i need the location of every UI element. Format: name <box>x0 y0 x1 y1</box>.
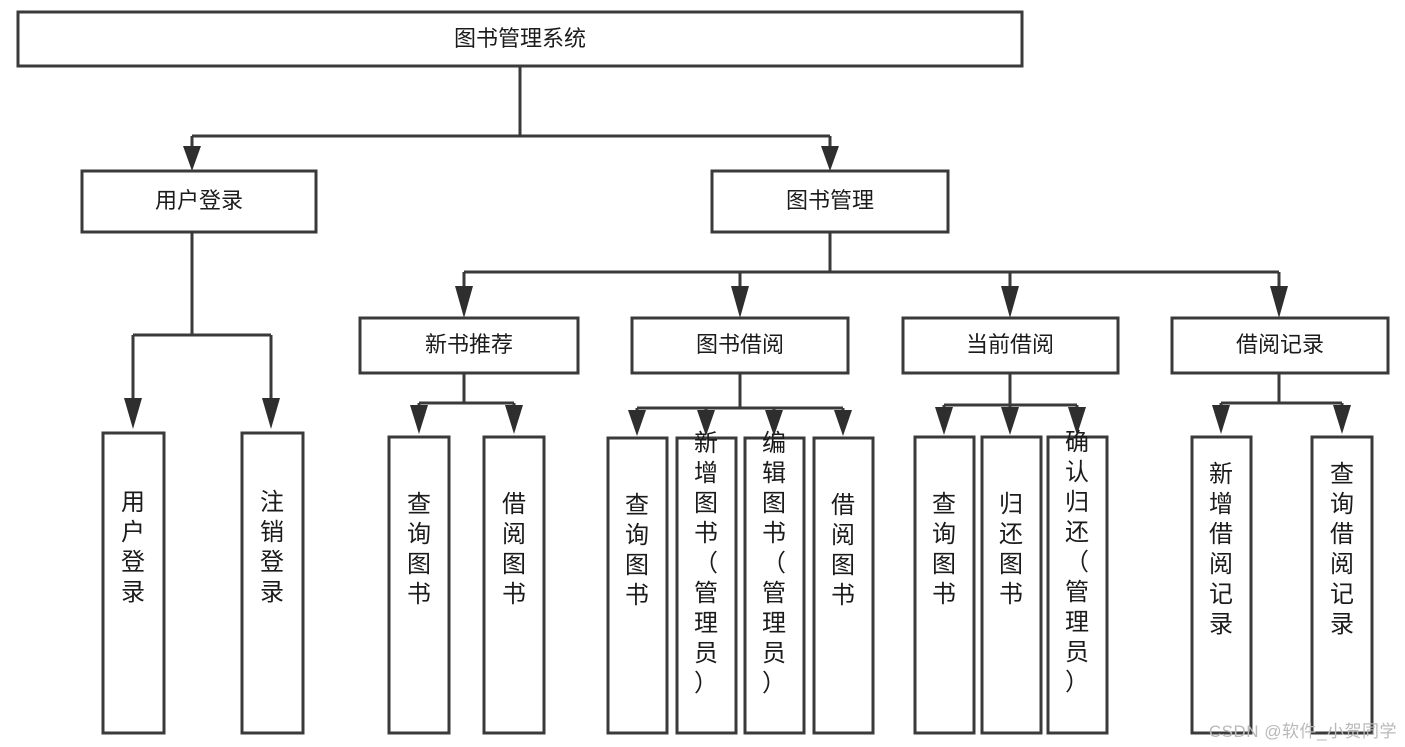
node-leaf-query-book-1-box[interactable] <box>387 435 451 735</box>
node-current-borrow-box[interactable] <box>901 316 1120 375</box>
connector-group-new-book-recommend <box>410 373 523 434</box>
arrow-head-book-borrow <box>731 286 749 318</box>
node-leaf-add-book[interactable]: 新增图书（管理员） <box>675 430 738 735</box>
node-leaf-return-book[interactable]: 归还图书 <box>980 435 1043 735</box>
node-leaf-query-record[interactable]: 查询借阅记录 <box>1310 435 1374 735</box>
node-borrow-record[interactable]: 借阅记录 <box>1170 316 1390 375</box>
node-leaf-query-record-label: 查询借阅记录 <box>1330 461 1354 638</box>
node-leaf-return-book-box[interactable] <box>980 435 1043 735</box>
node-leaf-confirm-return[interactable]: 确认归还（管理员） <box>1046 429 1109 735</box>
node-leaf-query-book-1-label: 查询图书 <box>407 491 431 608</box>
node-leaf-borrow-book-2[interactable]: 借阅图书 <box>812 436 875 735</box>
arrow-head-leaf-query-book-3 <box>935 407 953 435</box>
node-book-management[interactable]: 图书管理 <box>710 169 950 234</box>
connector-group-borrow-record <box>1212 373 1351 434</box>
node-new-book-recommend[interactable]: 新书推荐 <box>358 316 580 375</box>
node-leaf-query-book-1[interactable]: 查询图书 <box>387 435 451 735</box>
node-leaf-edit-book-box[interactable] <box>743 436 806 735</box>
connector-group-user-login <box>124 232 280 429</box>
csdn-watermark: CSDN @软件_小贺同学 <box>1208 722 1397 741</box>
arrow-head-user-login <box>183 146 201 171</box>
node-leaf-query-book-2-box[interactable] <box>606 436 669 735</box>
node-book-management-label: 图书管理 <box>786 188 874 213</box>
node-leaf-confirm-return-box[interactable] <box>1046 435 1109 735</box>
node-book-management-box[interactable] <box>710 169 950 234</box>
node-leaf-query-book-2-label: 查询图书 <box>625 492 649 609</box>
node-leaf-return-book-label: 归还图书 <box>999 491 1023 608</box>
node-user-login-label: 用户登录 <box>155 188 243 213</box>
arrow-head-leaf-add-record <box>1212 405 1230 434</box>
node-leaf-borrow-book-1-box[interactable] <box>482 435 546 735</box>
node-leaf-user-logout-box[interactable] <box>240 431 305 735</box>
node-root-box[interactable] <box>16 10 1024 68</box>
node-root-label: 图书管理系统 <box>454 26 586 51</box>
arrow-head-leaf-confirm-return <box>1068 407 1086 435</box>
node-new-book-recommend-box[interactable] <box>358 316 580 375</box>
node-leaf-add-record-box[interactable] <box>1190 435 1253 735</box>
node-current-borrow[interactable]: 当前借阅 <box>901 316 1120 375</box>
connector-group-root <box>183 66 839 171</box>
node-leaf-add-book-label: 新增图书（管理员） <box>694 430 718 697</box>
connector-group-book-borrow <box>628 373 852 436</box>
node-user-login-box[interactable] <box>80 169 318 234</box>
node-leaf-borrow-book-1-label: 借阅图书 <box>502 491 526 608</box>
node-leaf-edit-book[interactable]: 编辑图书（管理员） <box>743 430 806 735</box>
node-leaf-query-record-box[interactable] <box>1310 435 1374 735</box>
node-user-login[interactable]: 用户登录 <box>80 169 318 234</box>
node-leaf-add-record-label: 新增借阅记录 <box>1209 461 1233 638</box>
arrow-head-new-book-recommend <box>455 286 473 318</box>
node-leaf-user-logout[interactable]: 注销登录 <box>240 431 305 735</box>
arrow-head-borrow-record <box>1270 286 1288 318</box>
node-leaf-user-login[interactable]: 用户登录 <box>101 431 166 735</box>
node-leaf-edit-book-label: 编辑图书（管理员） <box>762 430 786 697</box>
node-borrow-record-box[interactable] <box>1170 316 1390 375</box>
node-book-borrow-label: 图书借阅 <box>696 332 784 357</box>
node-new-book-recommend-label: 新书推荐 <box>425 332 513 357</box>
arrow-head-current-borrow <box>1001 286 1019 318</box>
arrow-head-leaf-query-record <box>1333 405 1351 434</box>
arrow-head-leaf-user-logout <box>262 398 280 429</box>
arrow-head-leaf-query-book-2 <box>628 410 646 436</box>
node-borrow-record-label: 借阅记录 <box>1236 332 1324 357</box>
node-leaf-query-book-3-box[interactable] <box>913 435 976 735</box>
arrow-head-leaf-edit-book <box>765 410 783 436</box>
node-leaf-query-book-3-label: 查询图书 <box>932 491 956 608</box>
node-leaf-user-login-box[interactable] <box>101 431 166 735</box>
arrow-head-leaf-add-book <box>697 410 715 436</box>
arrow-head-leaf-borrow-book-1 <box>505 405 523 434</box>
node-book-borrow-box[interactable] <box>630 316 850 375</box>
connector-group-current-borrow <box>935 373 1086 435</box>
arrow-head-leaf-query-book-1 <box>410 405 428 434</box>
node-leaf-query-book-3[interactable]: 查询图书 <box>913 435 976 735</box>
arrow-head-leaf-borrow-book-2 <box>834 410 852 436</box>
node-leaf-borrow-book-2-label: 借阅图书 <box>831 492 855 609</box>
arrow-head-book-management <box>821 146 839 171</box>
node-leaf-confirm-return-label: 确认归还（管理员） <box>1065 429 1089 696</box>
node-current-borrow-label: 当前借阅 <box>966 332 1054 357</box>
connector-group-book-management <box>455 232 1288 318</box>
node-leaf-add-book-box[interactable] <box>675 436 738 735</box>
node-leaf-borrow-book-1[interactable]: 借阅图书 <box>482 435 546 735</box>
node-leaf-add-record[interactable]: 新增借阅记录 <box>1190 435 1253 735</box>
arrow-head-leaf-user-login <box>124 398 142 429</box>
node-book-borrow[interactable]: 图书借阅 <box>630 316 850 375</box>
node-leaf-borrow-book-2-box[interactable] <box>812 436 875 735</box>
node-leaf-user-logout-label: 注销登录 <box>260 489 284 606</box>
arrow-head-leaf-return-book <box>1001 407 1019 435</box>
node-leaf-query-book-2[interactable]: 查询图书 <box>606 436 669 735</box>
node-leaf-user-login-label: 用户登录 <box>121 489 145 606</box>
node-root[interactable]: 图书管理系统 <box>16 10 1024 68</box>
